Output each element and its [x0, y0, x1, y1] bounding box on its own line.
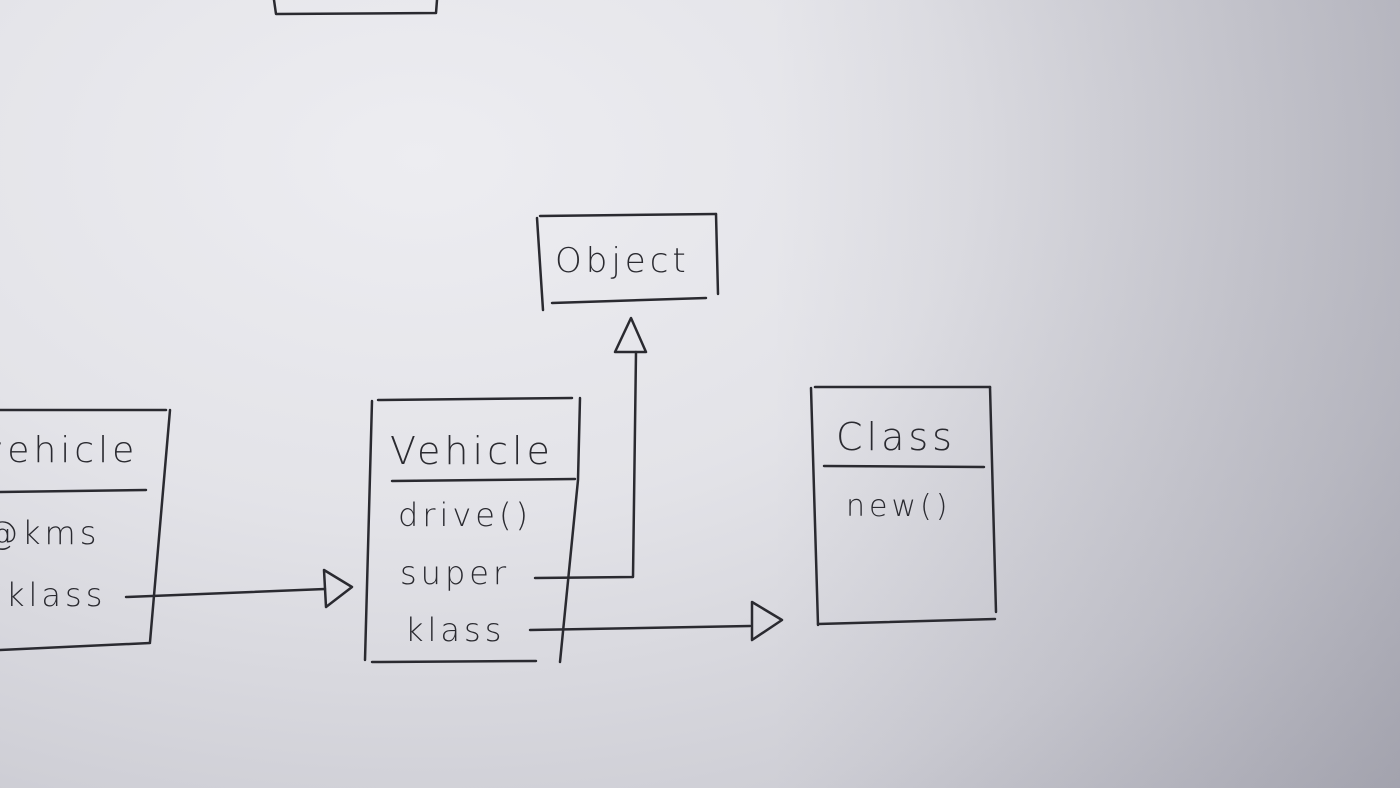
instance-member-kms: @kms [0, 514, 100, 552]
vehicle-class-box: Vehicle drive() super klass [363, 396, 582, 664]
object-class-box: Object [535, 212, 720, 312]
class-class-name: Class [836, 415, 956, 459]
cropped-box-top [272, 0, 439, 16]
klass-arrow-to-class [528, 600, 784, 642]
vehicle-member-super: super [400, 554, 510, 592]
class-method-new: new() [846, 489, 951, 524]
vehicle-instance-box: vehicle @kms klass [0, 408, 172, 652]
instance-name: vehicle [0, 430, 138, 471]
class-class-box: Class new() [809, 385, 998, 627]
instance-member-klass: klass [6, 576, 106, 614]
vehicle-member-drive: drive() [398, 496, 532, 534]
object-class-name: Object [555, 241, 690, 281]
klass-arrow-to-vehicle [124, 568, 354, 609]
vehicle-member-klass: klass [405, 611, 505, 649]
vehicle-class-name: Vehicle [390, 429, 554, 473]
